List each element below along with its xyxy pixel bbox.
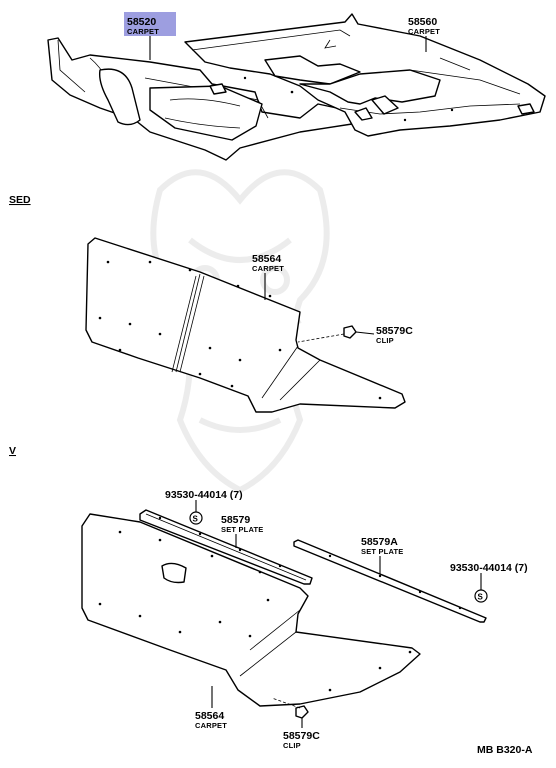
part-number: 58564 <box>195 710 224 722</box>
callout-58564-v[interactable]: 58564 CARPET <box>195 710 227 730</box>
bolt-symbol: S <box>193 515 199 524</box>
callout-58520[interactable]: 58520 CARPET <box>124 12 176 36</box>
part-number: 58579 <box>221 514 250 526</box>
section-label-sed: SED <box>9 194 31 206</box>
part-number: 58520 <box>127 16 156 28</box>
part-highlight <box>124 12 176 36</box>
callout-58579c-sed[interactable]: 58579C CLIP <box>376 325 413 345</box>
callout-58579a[interactable]: 58579A SET PLATE <box>361 536 404 556</box>
part-name: CARPET <box>252 264 284 273</box>
section-label-v: V <box>9 445 16 457</box>
bolt-right-drawing: S <box>474 589 488 603</box>
part-name: SET PLATE <box>361 547 404 556</box>
part-name: SET PLATE <box>221 525 264 534</box>
part-name: CLIP <box>376 336 394 345</box>
part-number: 93530-44014 (7) <box>450 562 528 574</box>
part-number: 58564 <box>252 253 281 265</box>
part-name: CARPET <box>195 721 227 730</box>
clip-58579c-v-drawing <box>271 697 309 719</box>
callout-58579c-v[interactable]: 58579C CLIP <box>283 730 320 750</box>
clip-58579c-sed-drawing <box>297 325 357 343</box>
set-plate-58579-drawing <box>139 509 313 585</box>
leader-line <box>355 331 375 335</box>
part-number: 58579C <box>376 325 413 337</box>
figure-reference-code: MB B320-A <box>477 744 533 756</box>
part-name: CLIP <box>283 741 301 750</box>
carpet-58564-v-drawing <box>81 513 421 707</box>
bolt-symbol: S <box>478 593 484 602</box>
callout-58560[interactable]: 58560 CARPET <box>408 16 440 36</box>
callout-58564-sed[interactable]: 58564 CARPET <box>252 253 284 273</box>
part-name: CARPET <box>408 27 440 36</box>
bolt-left-drawing: S <box>189 511 203 525</box>
carpet-58520-drawing <box>47 37 353 161</box>
carpet-58564-sed-drawing <box>85 237 406 413</box>
callout-93530-right[interactable]: 93530-44014 (7) <box>450 562 528 574</box>
carpet-58560-drawing <box>184 13 546 137</box>
set-plate-58579a-drawing <box>293 539 487 623</box>
part-number: 58579C <box>283 730 320 742</box>
callout-93530-left[interactable]: 93530-44014 (7) <box>165 489 243 501</box>
part-number: 58579A <box>361 536 398 548</box>
part-name: CARPET <box>127 27 159 36</box>
part-number: 58560 <box>408 16 437 28</box>
callout-58579[interactable]: 58579 SET PLATE <box>221 514 264 534</box>
part-number: 93530-44014 (7) <box>165 489 243 501</box>
